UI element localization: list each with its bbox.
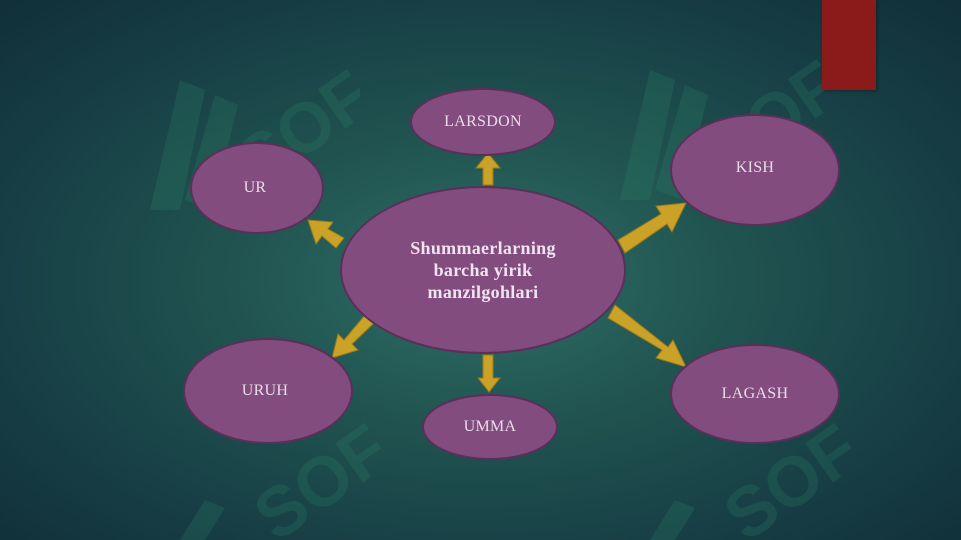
node-larsdon: LARSDON bbox=[410, 88, 556, 156]
node-label: LAGASH bbox=[721, 385, 789, 402]
node-label: KISH bbox=[735, 159, 775, 176]
accent-bar bbox=[822, 0, 876, 90]
arrow-icon bbox=[607, 304, 687, 368]
node-label: UMMA bbox=[463, 418, 517, 435]
arrow-icon bbox=[307, 219, 345, 249]
node-lagash: LAGASH bbox=[670, 344, 840, 444]
node-label: LARSDON bbox=[444, 113, 522, 130]
node-umma: UMMA bbox=[422, 394, 558, 460]
node-uruh: URUH bbox=[183, 338, 353, 444]
center-node: Shummaerlarning barcha yirik manzilgohla… bbox=[340, 186, 626, 354]
arrow-icon bbox=[331, 314, 375, 359]
arrow-icon bbox=[474, 152, 502, 186]
node-label: UR bbox=[243, 179, 267, 196]
node-label: URUH bbox=[241, 382, 289, 399]
arrow-icon bbox=[617, 202, 687, 254]
center-node-label: Shummaerlarning barcha yirik manzilgohla… bbox=[410, 238, 556, 302]
node-kish: KISH bbox=[670, 114, 840, 226]
node-ur: UR bbox=[190, 142, 324, 234]
arrow-icon bbox=[476, 354, 502, 393]
